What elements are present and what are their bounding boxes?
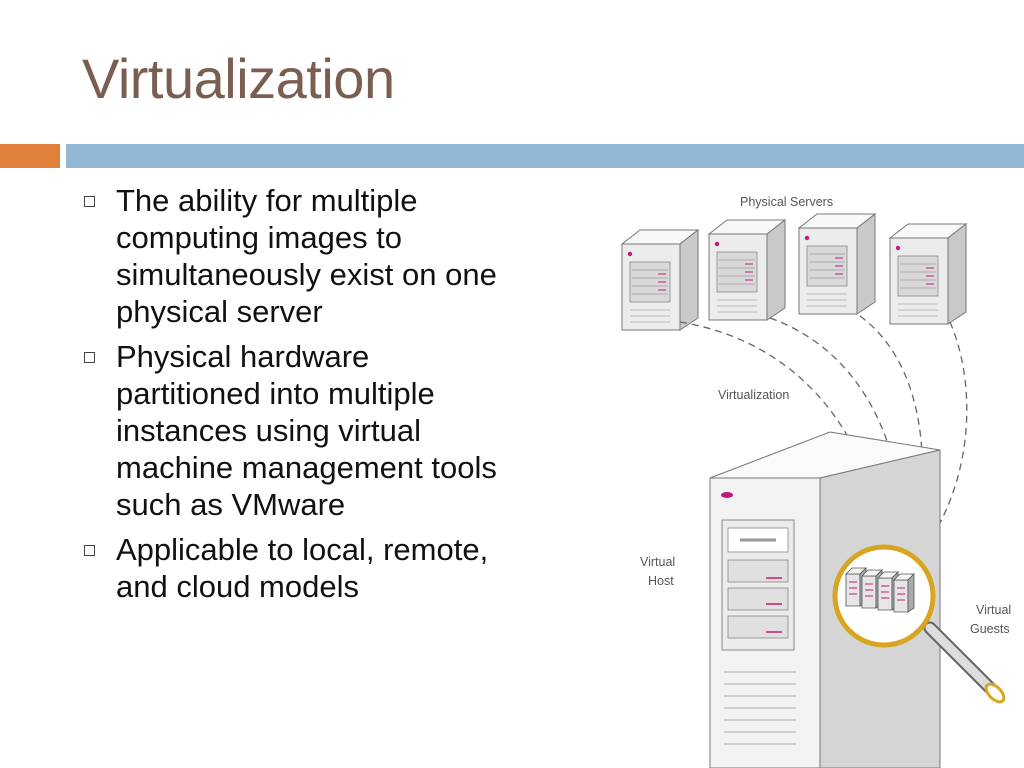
accent-bar-orange — [0, 144, 60, 168]
virtual-guest-server-icon — [893, 573, 915, 613]
bullet-text: The ability for multiple computing image… — [116, 183, 497, 329]
bullet-item: The ability for multiple computing image… — [82, 182, 502, 330]
virtual-host-label-line2: Host — [648, 574, 674, 588]
virtualization-diagram: Physical Servers Virtualization — [621, 195, 1015, 768]
virtual-guest-servers — [845, 567, 915, 613]
virtual-host-label-line1: Virtual — [640, 555, 675, 569]
slide-title: Virtualization — [82, 47, 395, 110]
virtualization-label: Virtualization — [718, 388, 789, 402]
accent-bar-blue — [66, 144, 1024, 168]
square-bullet-icon — [84, 352, 95, 363]
physical-server-icon — [889, 223, 967, 325]
square-bullet-icon — [84, 545, 95, 556]
virtual-guests-label-line1: Virtual — [976, 603, 1011, 617]
physical-server-icon — [621, 229, 699, 331]
virtual-guests-label-line2: Guests — [970, 622, 1010, 636]
physical-servers-label: Physical Servers — [740, 195, 833, 209]
bullet-item: Physical hardware partitioned into multi… — [82, 338, 502, 523]
virtual-host-server-icon — [709, 431, 941, 768]
virtual-guests-label: Virtual Guests — [970, 603, 1015, 636]
bullet-text: Physical hardware partitioned into multi… — [116, 339, 497, 522]
physical-server-icon — [798, 213, 876, 315]
bullet-item: Applicable to local, remote, and cloud m… — [82, 531, 502, 605]
physical-server-icon — [708, 219, 786, 321]
virtual-host-label: Virtual Host — [640, 555, 679, 588]
bullet-list: The ability for multiple computing image… — [82, 182, 502, 613]
bullet-text: Applicable to local, remote, and cloud m… — [116, 532, 489, 604]
square-bullet-icon — [84, 196, 95, 207]
